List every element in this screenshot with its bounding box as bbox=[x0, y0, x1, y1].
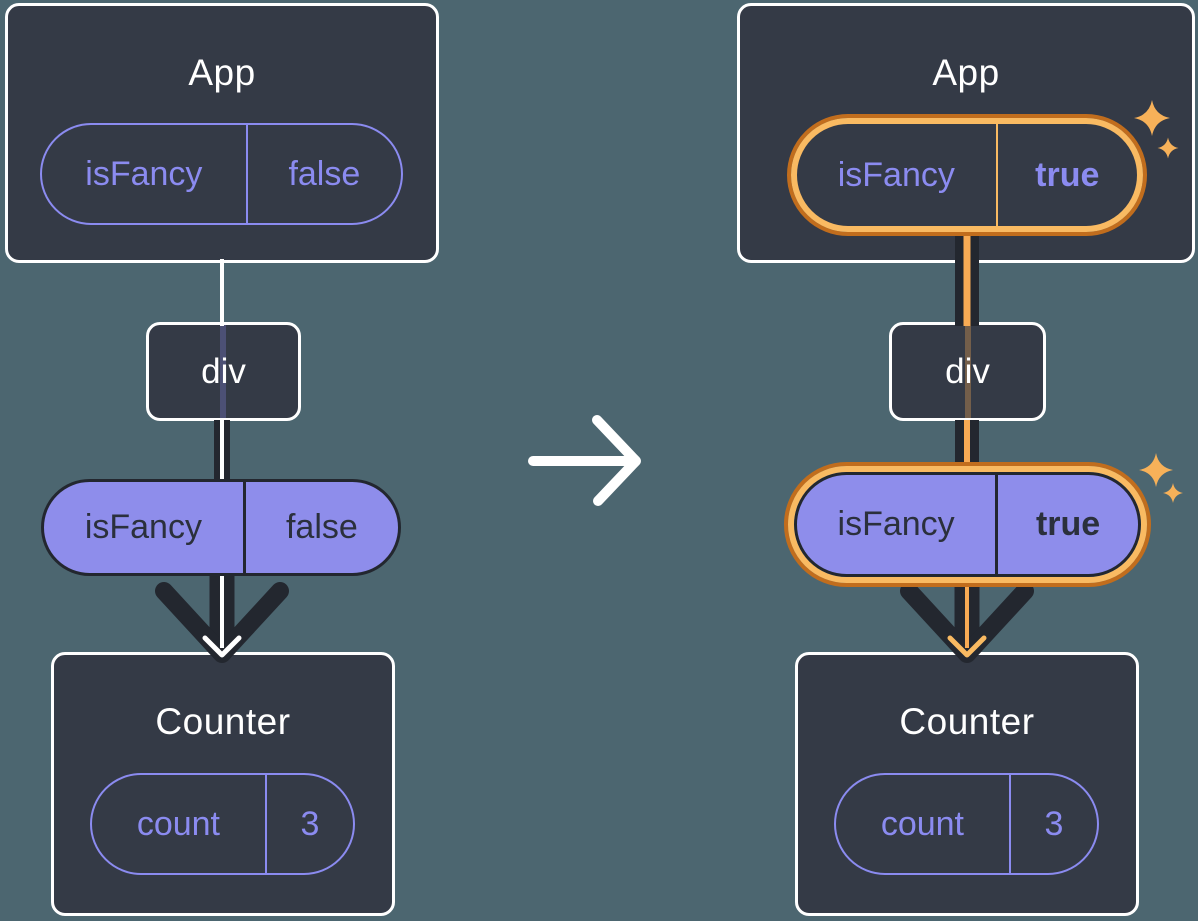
passed-prop-pill-right: isFancy true bbox=[794, 472, 1141, 577]
state-name: count bbox=[92, 775, 267, 873]
sparkle-icon bbox=[1134, 100, 1170, 136]
counter-title-left: Counter bbox=[155, 701, 291, 742]
counter-state-pill-right: count 3 bbox=[834, 773, 1099, 875]
passed-prop-pill-left: isFancy false bbox=[41, 479, 401, 576]
sparkle-icon bbox=[1163, 483, 1183, 503]
prop-name: isFancy bbox=[44, 482, 246, 573]
app-state-pill-right: isFancy true bbox=[791, 118, 1143, 232]
prop-name: isFancy bbox=[797, 124, 998, 226]
state-name: count bbox=[836, 775, 1011, 873]
counter-state-pill-left: count 3 bbox=[90, 773, 355, 875]
div-label-right: div bbox=[945, 351, 990, 391]
passed-prop-pill-right-highlight: isFancy true bbox=[784, 462, 1151, 587]
arrowhead-right-core bbox=[947, 635, 987, 658]
app-state-pill-left: isFancy false bbox=[40, 123, 403, 225]
state-value: 3 bbox=[1044, 804, 1064, 843]
ghost-line-right bbox=[965, 325, 971, 418]
app-state-pill-right-highlight: isFancy true bbox=[787, 114, 1147, 236]
transition-arrow-icon bbox=[528, 415, 641, 506]
app-title-left: App bbox=[188, 52, 256, 93]
div-label-left: div bbox=[201, 351, 246, 391]
prop-name: isFancy bbox=[797, 475, 999, 574]
prop-value: true bbox=[1035, 155, 1100, 194]
ghost-line-left bbox=[220, 325, 226, 418]
prop-value: false bbox=[285, 508, 358, 546]
counter-title-right: Counter bbox=[899, 701, 1035, 742]
prop-value: true bbox=[1035, 505, 1101, 543]
app-title-right: App bbox=[932, 52, 1000, 93]
div-node-right: div bbox=[889, 322, 1046, 421]
prop-name: isFancy bbox=[42, 125, 248, 223]
arrowhead-left-core bbox=[202, 635, 242, 658]
sparkle-icon bbox=[1139, 453, 1173, 487]
div-node-left: div bbox=[146, 322, 301, 421]
prop-value: false bbox=[288, 154, 361, 193]
sparkle-icon bbox=[1157, 137, 1179, 159]
state-value: 3 bbox=[300, 804, 320, 843]
